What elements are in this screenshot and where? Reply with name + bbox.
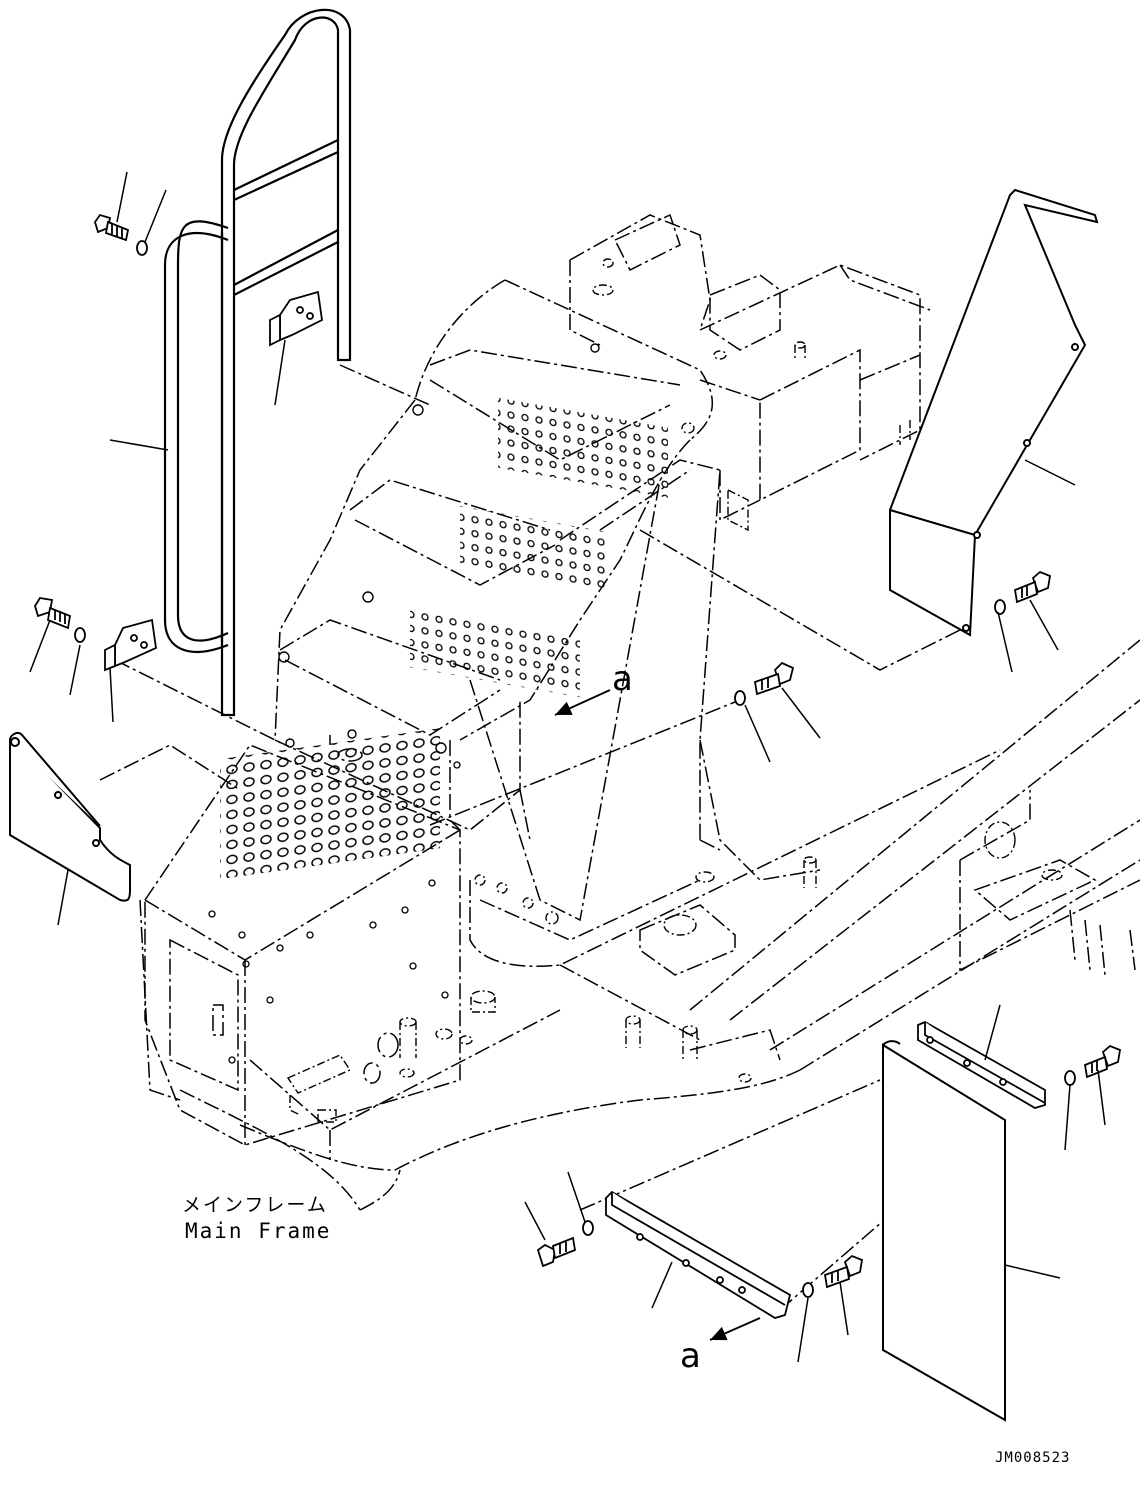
handrail: [163, 8, 352, 717]
view-label-a-top: a: [612, 659, 633, 699]
view-label-a-bottom: a: [680, 1336, 701, 1376]
bolt-mud-flap-upper: [1064, 1044, 1122, 1086]
main-frame-label-en: Main Frame: [185, 1219, 331, 1243]
view-arrow-top: [554, 689, 611, 716]
step-assembly: [274, 279, 714, 841]
side-cover-plate: [889, 188, 1099, 637]
frame-bosses: [286, 258, 1063, 1123]
bolt-right-cover: [994, 570, 1052, 615]
main-frame-label-jp: メインフレーム: [182, 1194, 328, 1216]
mud-flap-bracket-lower: [605, 1190, 792, 1319]
drawing-id: JM008523: [995, 1450, 1070, 1466]
bolt-lower-left: [34, 597, 86, 643]
rail-bracket-upper: [269, 290, 323, 347]
bolt-mud-flap-left: [536, 1220, 594, 1268]
mud-flap-bracket-upper: [917, 1020, 1046, 1109]
mud-flap: [882, 1040, 1006, 1422]
bolt-mud-flap-right: [802, 1254, 864, 1298]
battery-cover-plate: [9, 731, 131, 902]
leader-lines: [29, 171, 1106, 1363]
bolt-step-side: [734, 661, 795, 706]
battery-box: [144, 728, 461, 1146]
battery-box-bolts: [208, 761, 461, 1064]
bolt-upper-left: [94, 213, 148, 256]
view-arrow-bottom: [709, 1317, 761, 1341]
view-arrows: [554, 689, 761, 1341]
rail-bracket-lower: [104, 618, 157, 672]
